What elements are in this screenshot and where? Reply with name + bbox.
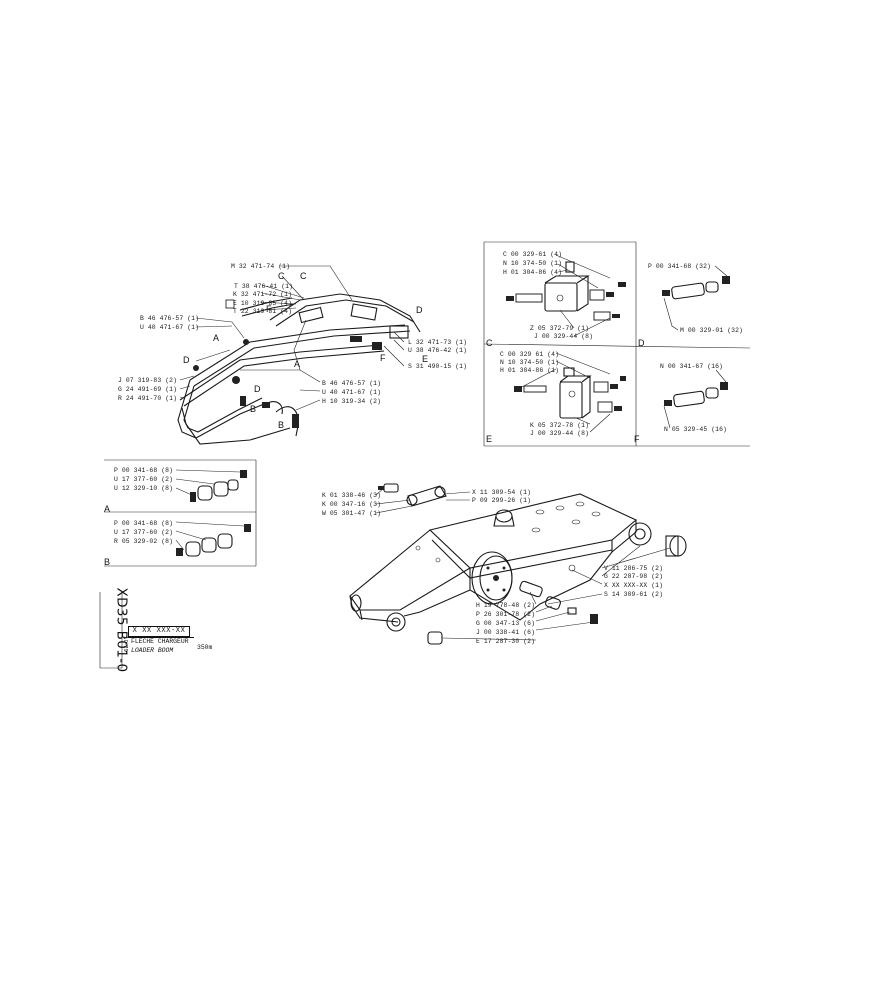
part-number-box: X XX XXX-XX bbox=[128, 626, 190, 637]
detail-grid-ab bbox=[104, 459, 257, 567]
callout-label: H 01 304-86 (4) bbox=[503, 269, 562, 276]
callout-label: N 10 374-50 (1) bbox=[503, 260, 562, 267]
callout-label: J 00 329-44 (8) bbox=[530, 430, 589, 437]
callout-label: G 24 491-69 (1) bbox=[118, 386, 177, 393]
sheet-code: XD35 B01-0 bbox=[101, 587, 130, 672]
reference-letter: D bbox=[183, 355, 190, 365]
callout-label: P 00 341-68 (8) bbox=[114, 467, 173, 474]
reference-letter: C bbox=[278, 271, 285, 281]
callout-label: B 46 476-57 (1) bbox=[140, 315, 199, 322]
callout-label: Z 05 372-79 (1) bbox=[530, 325, 589, 332]
revision: 10-79 bbox=[121, 636, 128, 652]
box-letter-d: D bbox=[638, 338, 645, 348]
callout-label: X XX XXX-XX (1) bbox=[604, 582, 663, 589]
callout-label: J 00 329-44 (8) bbox=[534, 333, 593, 340]
callout-label: J 00 338-41 (6) bbox=[476, 629, 535, 636]
title-divider bbox=[128, 637, 194, 638]
callout-label: C 00 329-61 (4) bbox=[503, 251, 562, 258]
reference-letter: E bbox=[422, 354, 428, 364]
callout-label: T 38 476-41 (1) bbox=[234, 283, 293, 290]
reference-letter: C bbox=[300, 271, 307, 281]
callout-label: K 00 347-16 (3) bbox=[322, 501, 381, 508]
callout-label: U 40 471-67 (1) bbox=[140, 324, 199, 331]
callout-label: H 19 778-48 (2) bbox=[476, 602, 535, 609]
reference-letter: F bbox=[380, 353, 386, 363]
box-letter-a: A bbox=[104, 504, 110, 514]
title-block-frame bbox=[99, 592, 123, 669]
callout-label: J 07 319-83 (2) bbox=[118, 377, 177, 384]
callout-label: U 12 329-10 (8) bbox=[114, 485, 173, 492]
detail-ab-labels: A P 00 341-68 (8) U 17 377-60 (2) U 12 3… bbox=[104, 467, 173, 567]
callout-label: T 22 319 81 (4) bbox=[233, 308, 292, 315]
callout-label: K 32 471-72 (1) bbox=[233, 291, 292, 298]
callout-label: P 00 341-68 (32) bbox=[648, 263, 711, 270]
callout-label: N 05 329-45 (16) bbox=[664, 426, 727, 433]
reference-letter: F bbox=[266, 304, 272, 314]
callout-label: S 31 490-15 (1) bbox=[408, 363, 467, 370]
reference-letter: D bbox=[416, 305, 423, 315]
callout-label: R 05 329-02 (8) bbox=[114, 538, 173, 545]
callout-label: E 17 287-30 (2) bbox=[476, 638, 535, 645]
title-english: LOADER BOOM bbox=[131, 647, 174, 654]
reference-letter: B bbox=[278, 420, 284, 430]
callout-label: N 00 341-67 (16) bbox=[660, 363, 723, 370]
callout-label: R 24 491-70 (1) bbox=[118, 395, 177, 402]
callout-label: E 10 319-85 (4) bbox=[233, 300, 292, 307]
reference-letter: A bbox=[294, 359, 300, 369]
callout-label: G 00 347-13 (6) bbox=[476, 620, 535, 627]
model-number: 350m bbox=[197, 644, 213, 651]
detail-grid-cdef bbox=[483, 241, 751, 447]
callout-label: S 14 309-61 (2) bbox=[604, 591, 663, 598]
callout-label: U 38 476-42 (1) bbox=[408, 347, 467, 354]
callout-label: U 40 471-67 (1) bbox=[322, 389, 381, 396]
loader-boom-drawing bbox=[349, 483, 687, 645]
callout-label: U 17 377-60 (2) bbox=[114, 476, 173, 483]
callout-label: P 00 341-68 (8) bbox=[114, 520, 173, 527]
callout-label: V 11 286-75 (2) bbox=[604, 565, 663, 572]
callout-label: P 09 299-26 (1) bbox=[472, 497, 531, 504]
callout-label: N 10 374-50 (1) bbox=[500, 359, 559, 366]
callout-label: W 05 301-47 (1) bbox=[322, 510, 381, 517]
callout-label: G 22 287-98 (2) bbox=[604, 573, 663, 580]
box-letter-f: F bbox=[634, 434, 640, 444]
boom-callouts: K 01 338-46 (3) K 00 347-16 (3) W 05 301… bbox=[322, 489, 663, 645]
box-letter-c: C bbox=[486, 338, 493, 348]
callout-label: P 26 301-78 (2) bbox=[476, 611, 535, 618]
callout-label: L 32 471-73 (1) bbox=[408, 339, 467, 346]
reference-letter: A bbox=[213, 333, 219, 343]
callout-label: U 17 377-60 (2) bbox=[114, 529, 173, 536]
callout-label: B 46 476-57 (1) bbox=[322, 380, 381, 387]
callout-label: M 32 471-74 (1) bbox=[231, 263, 290, 270]
callout-label: X 11 309-54 (1) bbox=[472, 489, 531, 496]
box-letter-b: B bbox=[104, 557, 110, 567]
callout-label: C 00 329 61 (4) bbox=[500, 351, 559, 358]
box-letter-e: E bbox=[486, 434, 492, 444]
callout-label: K 01 338-46 (3) bbox=[322, 492, 381, 499]
reference-letter: D bbox=[254, 384, 261, 394]
hydraulic-pipes-drawing bbox=[177, 265, 421, 445]
callout-label: K 05 372-78 (1) bbox=[530, 422, 589, 429]
hydraulics-callouts: M 32 471-74 (1) C T 38 476-41 (1) K 32 4… bbox=[118, 263, 467, 430]
callout-label: H 01 304-86 (1) bbox=[500, 367, 559, 374]
callout-label: M 00 329-01 (32) bbox=[680, 327, 743, 334]
reference-letter: B bbox=[250, 404, 256, 414]
detail-grid-labels: C C 00 329-61 (4) N 10 374-50 (1) H 01 3… bbox=[486, 251, 743, 444]
callout-label: H 10 319-34 (2) bbox=[322, 398, 381, 405]
title-french: FLECHE CHARGEUR bbox=[131, 638, 189, 645]
